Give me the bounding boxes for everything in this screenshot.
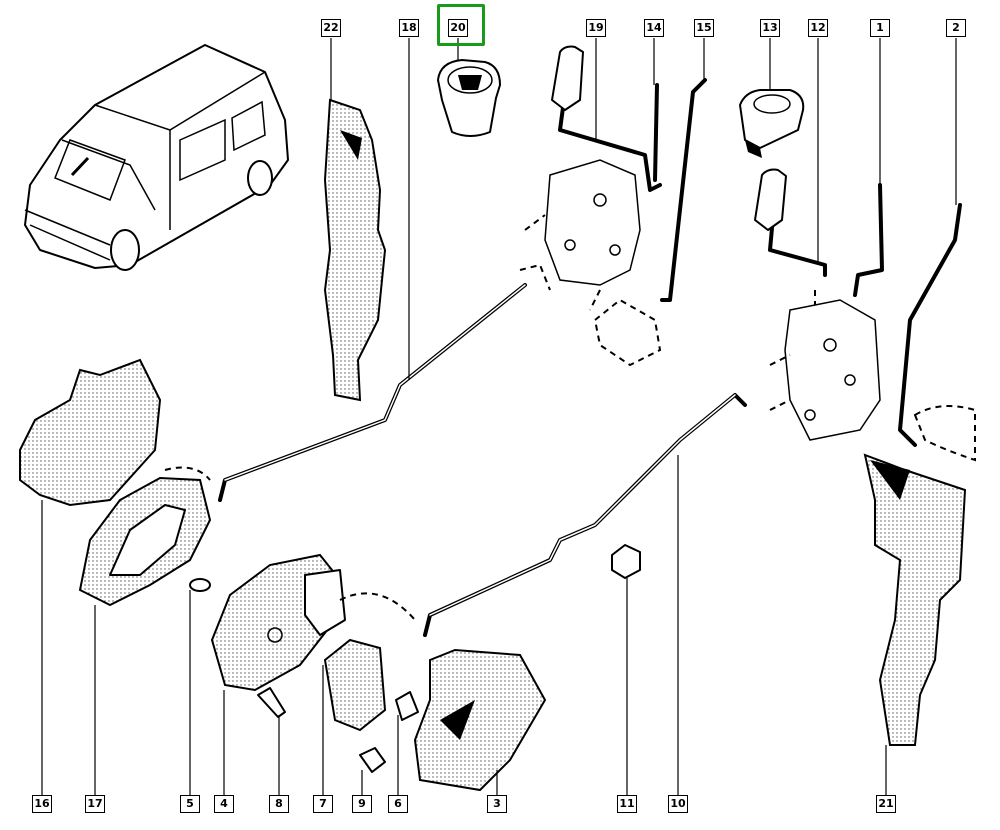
callout-18: 18 [399, 19, 419, 37]
part-3-handle-housing [413, 648, 547, 792]
callout-15: 15 [694, 19, 714, 37]
leader-lines-top [330, 38, 957, 380]
callout-5: 5 [180, 795, 200, 813]
part-20-grommet [437, 59, 501, 137]
part-12-button-pad [754, 168, 787, 231]
callout-12: 12 [808, 19, 828, 37]
callout-8: 8 [269, 795, 289, 813]
leader-lines-bottom [41, 455, 887, 795]
part-16-handle-bracket [19, 358, 162, 507]
callout-16: 16 [32, 795, 52, 813]
callout-14: 14 [644, 19, 664, 37]
van-illustration [24, 44, 289, 271]
callout-7: 7 [313, 795, 333, 813]
lock-mechanism-left [519, 159, 662, 367]
part-21-trim-seal [863, 453, 967, 746]
highlight-frame [437, 4, 485, 46]
part-22-trim-seal [323, 98, 387, 402]
part-4-escutcheon [210, 553, 346, 692]
part-6-clip [395, 691, 419, 721]
part-19-button-pad [551, 45, 584, 111]
callout-6: 6 [388, 795, 408, 813]
callout-1: 1 [870, 19, 890, 37]
callout-11: 11 [617, 795, 637, 813]
part-9-nut [359, 747, 386, 773]
part-5-screw [189, 578, 211, 592]
callout-13: 13 [760, 19, 780, 37]
part-8-screw [257, 687, 286, 718]
part-17-interior-handle [78, 476, 212, 607]
part-11-clip [611, 544, 641, 579]
part-7-bracket [323, 638, 387, 732]
callout-4: 4 [214, 795, 234, 813]
lock-mechanism-right [769, 290, 976, 462]
callout-9: 9 [352, 795, 372, 813]
callout-10: 10 [668, 795, 688, 813]
callout-19: 19 [586, 19, 606, 37]
callout-17: 17 [85, 795, 105, 813]
callout-3: 3 [487, 795, 507, 813]
part-13-lock-button-housing [739, 89, 805, 158]
callout-21: 21 [876, 795, 896, 813]
callout-20: 20 [448, 19, 468, 37]
callout-2: 2 [946, 19, 966, 37]
callout-22: 22 [321, 19, 341, 37]
